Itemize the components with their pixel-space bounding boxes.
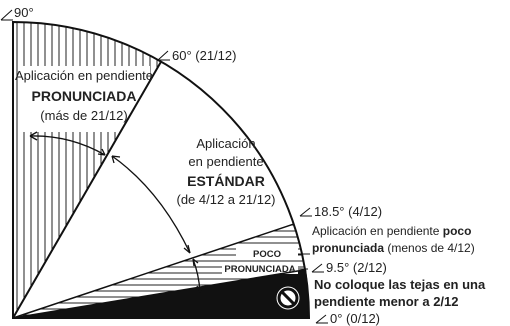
angle-label-0: 0° (0/12) xyxy=(330,311,380,326)
angle-label-60: 60° (21/12) xyxy=(172,48,236,63)
angle-label-18-5: 18.5° (4/12) xyxy=(314,204,382,219)
standard-label-line4: (de 4/12 a 21/12) xyxy=(176,192,275,207)
poco-tag: POCO xyxy=(253,249,281,260)
steep-label-line2: PRONUNCIADA xyxy=(32,88,137,104)
angle-marker-90 xyxy=(0,9,13,21)
steep-label-line3: (más de 21/12) xyxy=(40,108,127,123)
angle-label-9-5: 9.5° (2/12) xyxy=(326,260,387,275)
angle-marker-60 xyxy=(157,50,170,61)
poco-tag-background xyxy=(236,248,298,259)
warning-line2: pendiente menor a 2/12 xyxy=(314,294,459,309)
low-range-arrow xyxy=(192,258,204,293)
warning-line1: No coloque las tejas en una xyxy=(314,277,486,292)
standard-label-line1: Aplicación xyxy=(196,136,255,151)
quarter-circle-outline xyxy=(12,20,311,319)
steep-label-line1: Aplicación en pendiente xyxy=(15,68,153,83)
line-18-5deg xyxy=(12,223,294,319)
standard-label-line3: ESTÁNDAR xyxy=(187,173,265,189)
low-slope-label-line1: Aplicación en pendiente poco xyxy=(312,224,471,238)
low-slope-label-line2: pronunciada (menos de 4/12) xyxy=(312,241,475,255)
steep-label-background xyxy=(18,66,150,132)
low-slope-region xyxy=(13,224,306,318)
pronunciada-tag-background xyxy=(222,263,298,274)
pronunciada-tag: PRONUNCIADA xyxy=(224,264,295,275)
angle-marker-9 xyxy=(311,263,324,273)
line-9-5deg xyxy=(12,268,307,319)
angle-marker-0 xyxy=(315,314,328,324)
angle-marker-18 xyxy=(299,207,312,217)
steep-range-arrow xyxy=(29,131,106,156)
standard-range-arrow xyxy=(111,155,191,254)
line-60deg xyxy=(12,61,162,319)
standard-label-line2: en pendiente xyxy=(188,154,263,169)
prohibited-icon xyxy=(276,286,300,310)
angle-label-90: 90° xyxy=(14,5,34,20)
